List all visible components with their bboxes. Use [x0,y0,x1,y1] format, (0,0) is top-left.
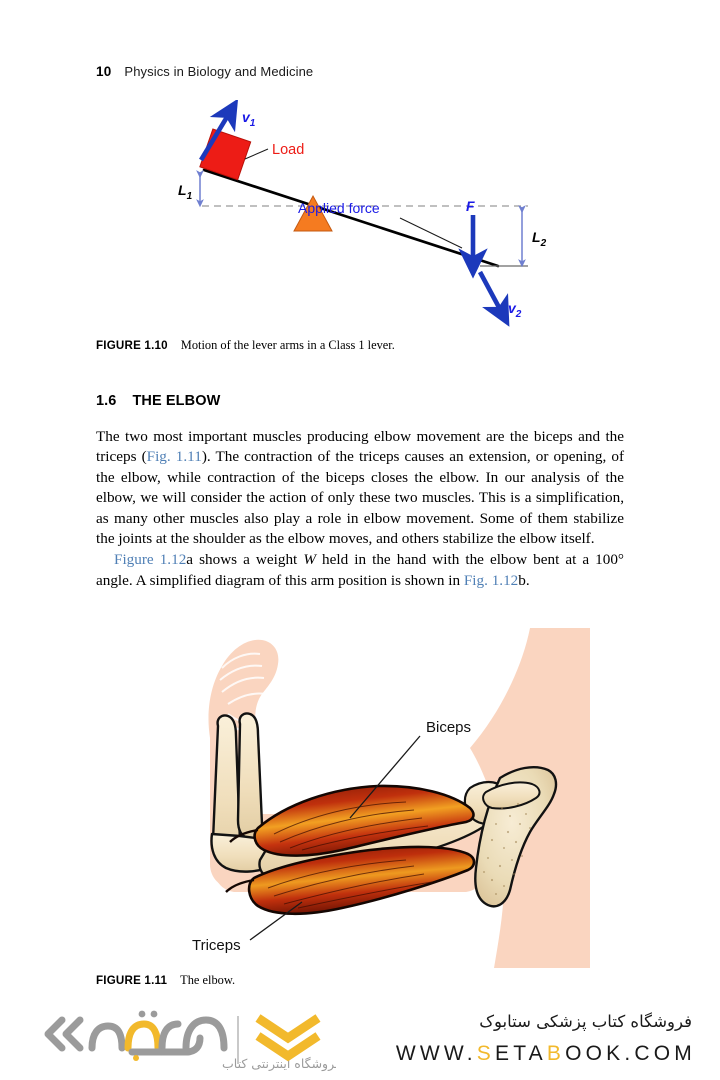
setabook-logo[interactable]: فروشگاه اینترنتی کتاب [36,1008,336,1072]
biceps-leader-line [349,735,421,819]
figure-1-11-elbow-anatomy: Biceps Triceps [170,628,590,968]
paragraph-1: The two most important muscles producing… [96,427,624,549]
figure-1-11-caption-label: FIGURE 1.11 [96,974,168,987]
p2-text-a: a shows a weight [186,551,304,569]
wordmark-dot-2 [150,1010,158,1018]
label-L2: L2 [532,229,547,249]
bone-stipple [483,802,531,895]
figure-1-10-lever-diagram: v1 v2 Load Applied force F L1 L2 [150,100,580,335]
page-number: 10 [96,64,112,79]
logo-subtitle-fa: فروشگاه اینترنتی کتاب [222,1056,336,1072]
label-applied-force: Applied force [298,200,380,216]
label-force-F: F [466,198,475,214]
figure-1-11-caption: FIGURE 1.11 The elbow. [96,973,235,988]
url-part-1: WWW. [395,1042,477,1065]
p1-text-a: The two most important muscles producing… [96,428,624,466]
fulcrum-triangle [293,194,333,232]
lever-beam [202,168,500,268]
body-text: The two most important muscles producing… [96,427,624,591]
load-leader [244,148,269,160]
double-chevron-icon [44,1016,84,1052]
label-L1: L1 [178,182,193,202]
section-number: 1.6 [96,393,117,409]
footer-watermark: فروشگاه اینترنتی کتاب فروشگاه کتاب پزشکی… [0,1000,720,1080]
velocity-v2-arrow [477,270,510,327]
running-title: Physics in Biology and Medicine [124,64,314,79]
website-url[interactable]: WWW.SETABOOK.COM [396,1042,696,1066]
biceps-tendon [229,828,259,843]
p2-text-c: b. [518,571,530,589]
triceps-muscle [247,845,476,916]
url-letter-s: S [476,1042,495,1065]
biceps-muscle [253,784,475,857]
wordmark-dot-3 [133,1055,139,1061]
link-fig-1-11[interactable]: Fig. 1.11 [146,448,202,466]
label-triceps: Triceps [192,937,241,954]
url-part-2: ETA [494,1042,547,1065]
section-title: THE ELBOW [132,393,221,409]
label-load: Load [272,142,304,158]
url-part-3: OOK.COM [565,1042,696,1065]
velocity-v1-arrow [199,100,239,162]
acromion-process [482,781,541,810]
brand-wordmark [88,1016,228,1056]
running-head: 10 Physics in Biology and Medicine [96,64,313,79]
link-figure-1-12a[interactable]: Figure 1.12 [114,551,187,569]
section-heading: 1.6 THE ELBOW [96,393,220,409]
figure-1-10-caption-label: FIGURE 1.10 [96,339,168,352]
p2-text-b: held in the hand with the elbow bent at … [96,551,625,589]
p1-text-b: ). The contraction of the triceps causes… [96,448,625,548]
link-fig-1-12b[interactable]: Fig. 1.12 [463,571,519,589]
shop-title-fa: فروشگاه کتاب پزشکی ستابوک [479,1012,692,1031]
weight-symbol-W: W [303,551,316,569]
triceps-tendon [225,878,255,893]
figure-1-10-caption: FIGURE 1.10 Motion of the lever arms in a… [96,338,395,353]
radius-bone [236,712,264,840]
gold-chevron-emblem [255,1014,321,1062]
applied-force-leader [399,217,463,249]
figure-1-10-caption-text: Motion of the lever arms in a Class 1 le… [180,338,395,352]
figure-1-11-caption-text: The elbow. [180,973,236,987]
paragraph-2: Figure 1.12a shows a weight W held in th… [96,550,624,591]
label-v2: v2 [508,300,522,320]
wordmark-dot-1 [138,1010,146,1018]
triceps-leader-line [249,901,303,941]
url-letter-b: B [546,1042,566,1065]
label-v1: v1 [242,109,256,129]
label-biceps: Biceps [426,719,471,736]
muscle-group [225,784,476,916]
